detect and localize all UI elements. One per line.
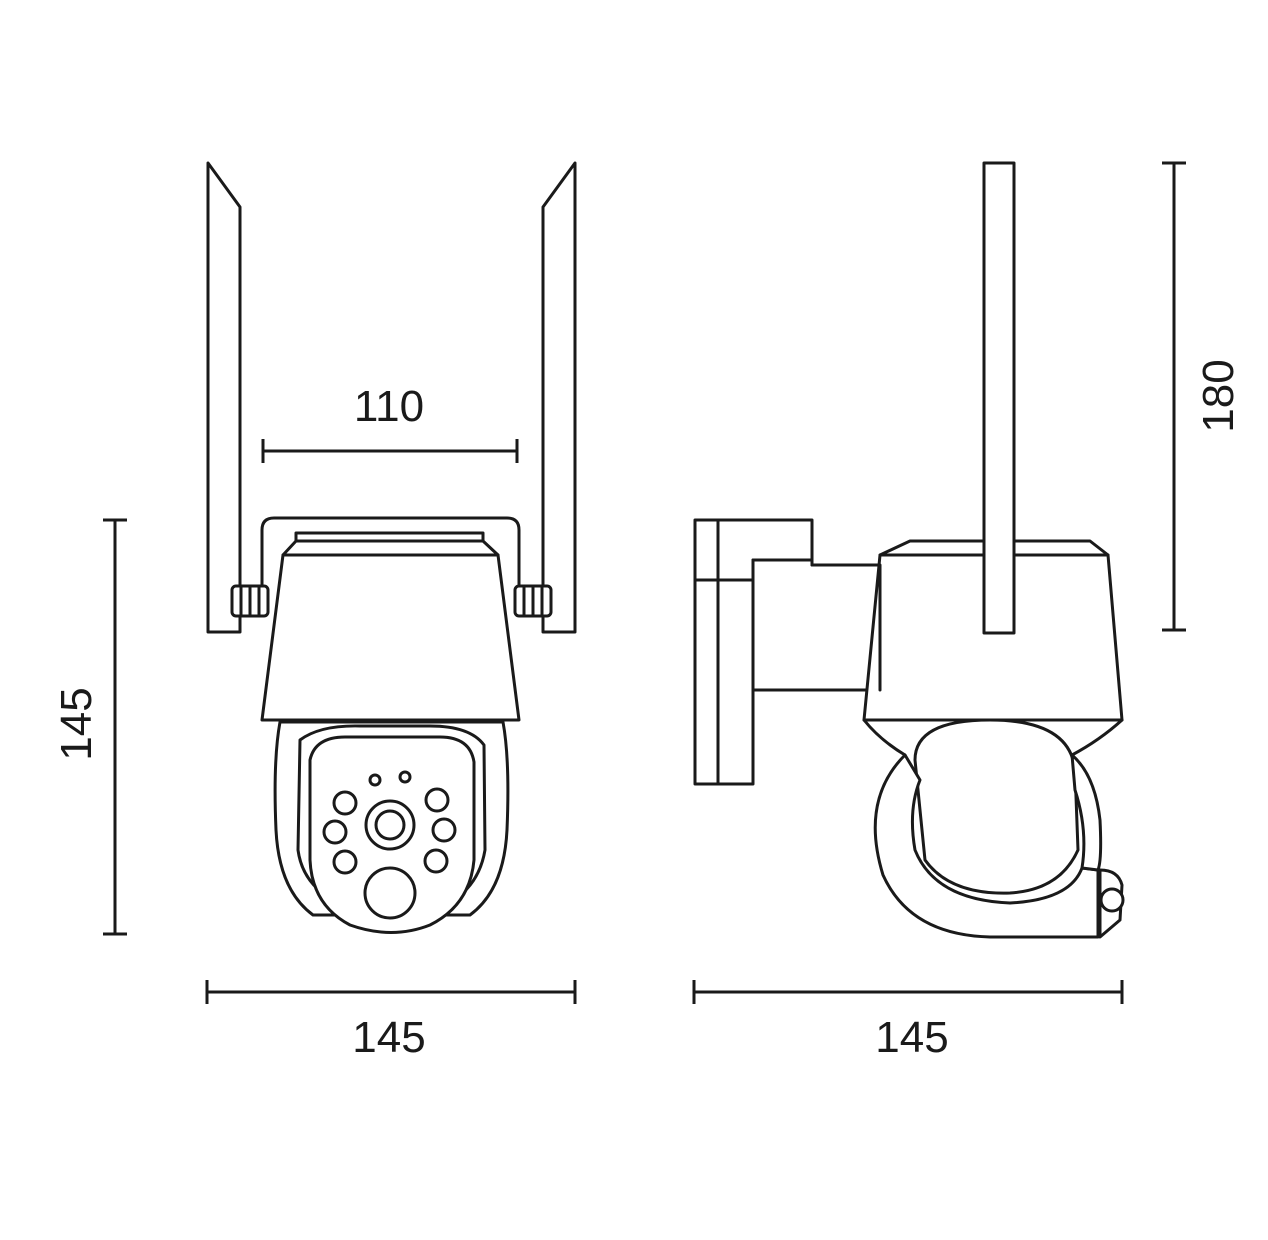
front-left-hinge [230, 584, 270, 618]
dimension-145-front-width-label: 145 [352, 1013, 425, 1062]
front-ir-led [431, 817, 457, 843]
front-ir-led [423, 848, 449, 874]
dimension-180-label: 180 [1194, 359, 1243, 432]
front-small-sensor-left [368, 773, 382, 787]
front-right-antenna [541, 161, 577, 634]
dimension-145-height: 145 [52, 518, 127, 936]
side-yoke [873, 753, 1100, 939]
front-left-antenna [206, 161, 242, 634]
side-pir-sensor [1099, 887, 1125, 913]
front-bracket [260, 516, 521, 602]
dimension-110: 110 [261, 382, 519, 463]
side-view [693, 161, 1125, 939]
side-bracket-arm [751, 558, 882, 692]
front-right-hinge [513, 584, 553, 618]
front-top-housing [260, 539, 521, 722]
front-ir-led [332, 790, 358, 816]
front-view [206, 161, 577, 934]
front-pir-sensor [363, 866, 417, 920]
front-ir-led [322, 819, 348, 845]
side-head-body [913, 718, 1080, 895]
dimension-145-front-width: 145 [205, 980, 577, 1062]
dimension-110-label: 110 [354, 382, 424, 431]
side-yoke-rear [1070, 753, 1103, 872]
dimension-145-side-width-label: 145 [875, 1013, 948, 1062]
dimension-180: 180 [1162, 161, 1243, 632]
front-small-sensor-right [398, 770, 412, 784]
dimension-145-height-label: 145 [52, 687, 101, 760]
front-ir-led [332, 849, 358, 875]
side-antenna [982, 161, 1016, 635]
front-ir-led [424, 787, 450, 813]
front-main-lens-inner [374, 809, 406, 841]
dimension-145-side-width: 145 [692, 980, 1124, 1062]
